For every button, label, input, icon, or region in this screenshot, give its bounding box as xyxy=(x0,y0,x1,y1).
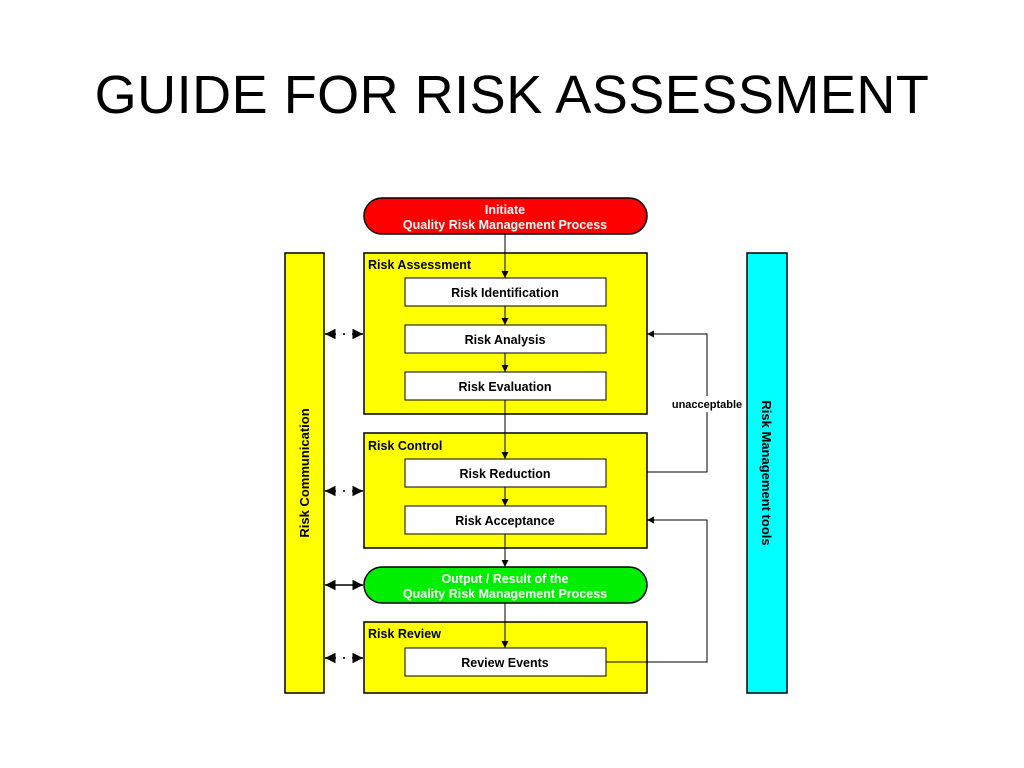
risk-communication-bar: Risk Communication xyxy=(284,252,325,694)
risk-analysis-box: Risk Analysis xyxy=(404,324,607,354)
output-line-1: Output / Result of the xyxy=(441,572,568,586)
risk-assessment-title: Risk Assessment xyxy=(368,258,472,272)
risk-evaluation-label: Risk Evaluation xyxy=(458,380,551,394)
risk-acceptance-label: Risk Acceptance xyxy=(455,514,555,528)
unacceptable-label-bg xyxy=(668,396,746,412)
output-line-2: Quality Risk Management Process xyxy=(403,587,607,601)
communication-connectors xyxy=(325,328,363,664)
risk-reduction-label: Risk Reduction xyxy=(460,467,551,481)
unacceptable-label: unacceptable xyxy=(672,399,742,411)
risk-identification-label: Risk Identification xyxy=(451,286,559,300)
risk-evaluation-box: Risk Evaluation xyxy=(404,371,607,401)
review-events-box: Review Events xyxy=(404,647,607,677)
risk-identification-box: Risk Identification xyxy=(404,277,607,307)
initiate-line-1: Initiate xyxy=(485,203,525,217)
risk-management-tools-label: Risk Management tools xyxy=(759,400,774,545)
risk-acceptance-box: Risk Acceptance xyxy=(404,505,607,535)
risk-assessment-group: Risk Assessment Risk Identification Risk… xyxy=(363,252,648,415)
initiate-line-2: Quality Risk Management Process xyxy=(403,218,607,232)
initiate-node: Initiate Quality Risk Management Process xyxy=(363,197,648,235)
output-node: Output / Result of the Quality Risk Mana… xyxy=(363,566,648,604)
risk-analysis-label: Risk Analysis xyxy=(465,333,546,347)
risk-reduction-box: Risk Reduction xyxy=(404,458,607,488)
review-events-label: Review Events xyxy=(461,656,549,670)
page-title: GUIDE FOR RISK ASSESSMENT xyxy=(94,65,930,125)
risk-review-title: Risk Review xyxy=(368,627,441,641)
risk-control-title: Risk Control xyxy=(368,439,442,453)
risk-management-tools-bar: Risk Management tools xyxy=(746,252,788,694)
review-loop xyxy=(606,516,708,663)
risk-communication-label: Risk Communication xyxy=(297,408,312,537)
